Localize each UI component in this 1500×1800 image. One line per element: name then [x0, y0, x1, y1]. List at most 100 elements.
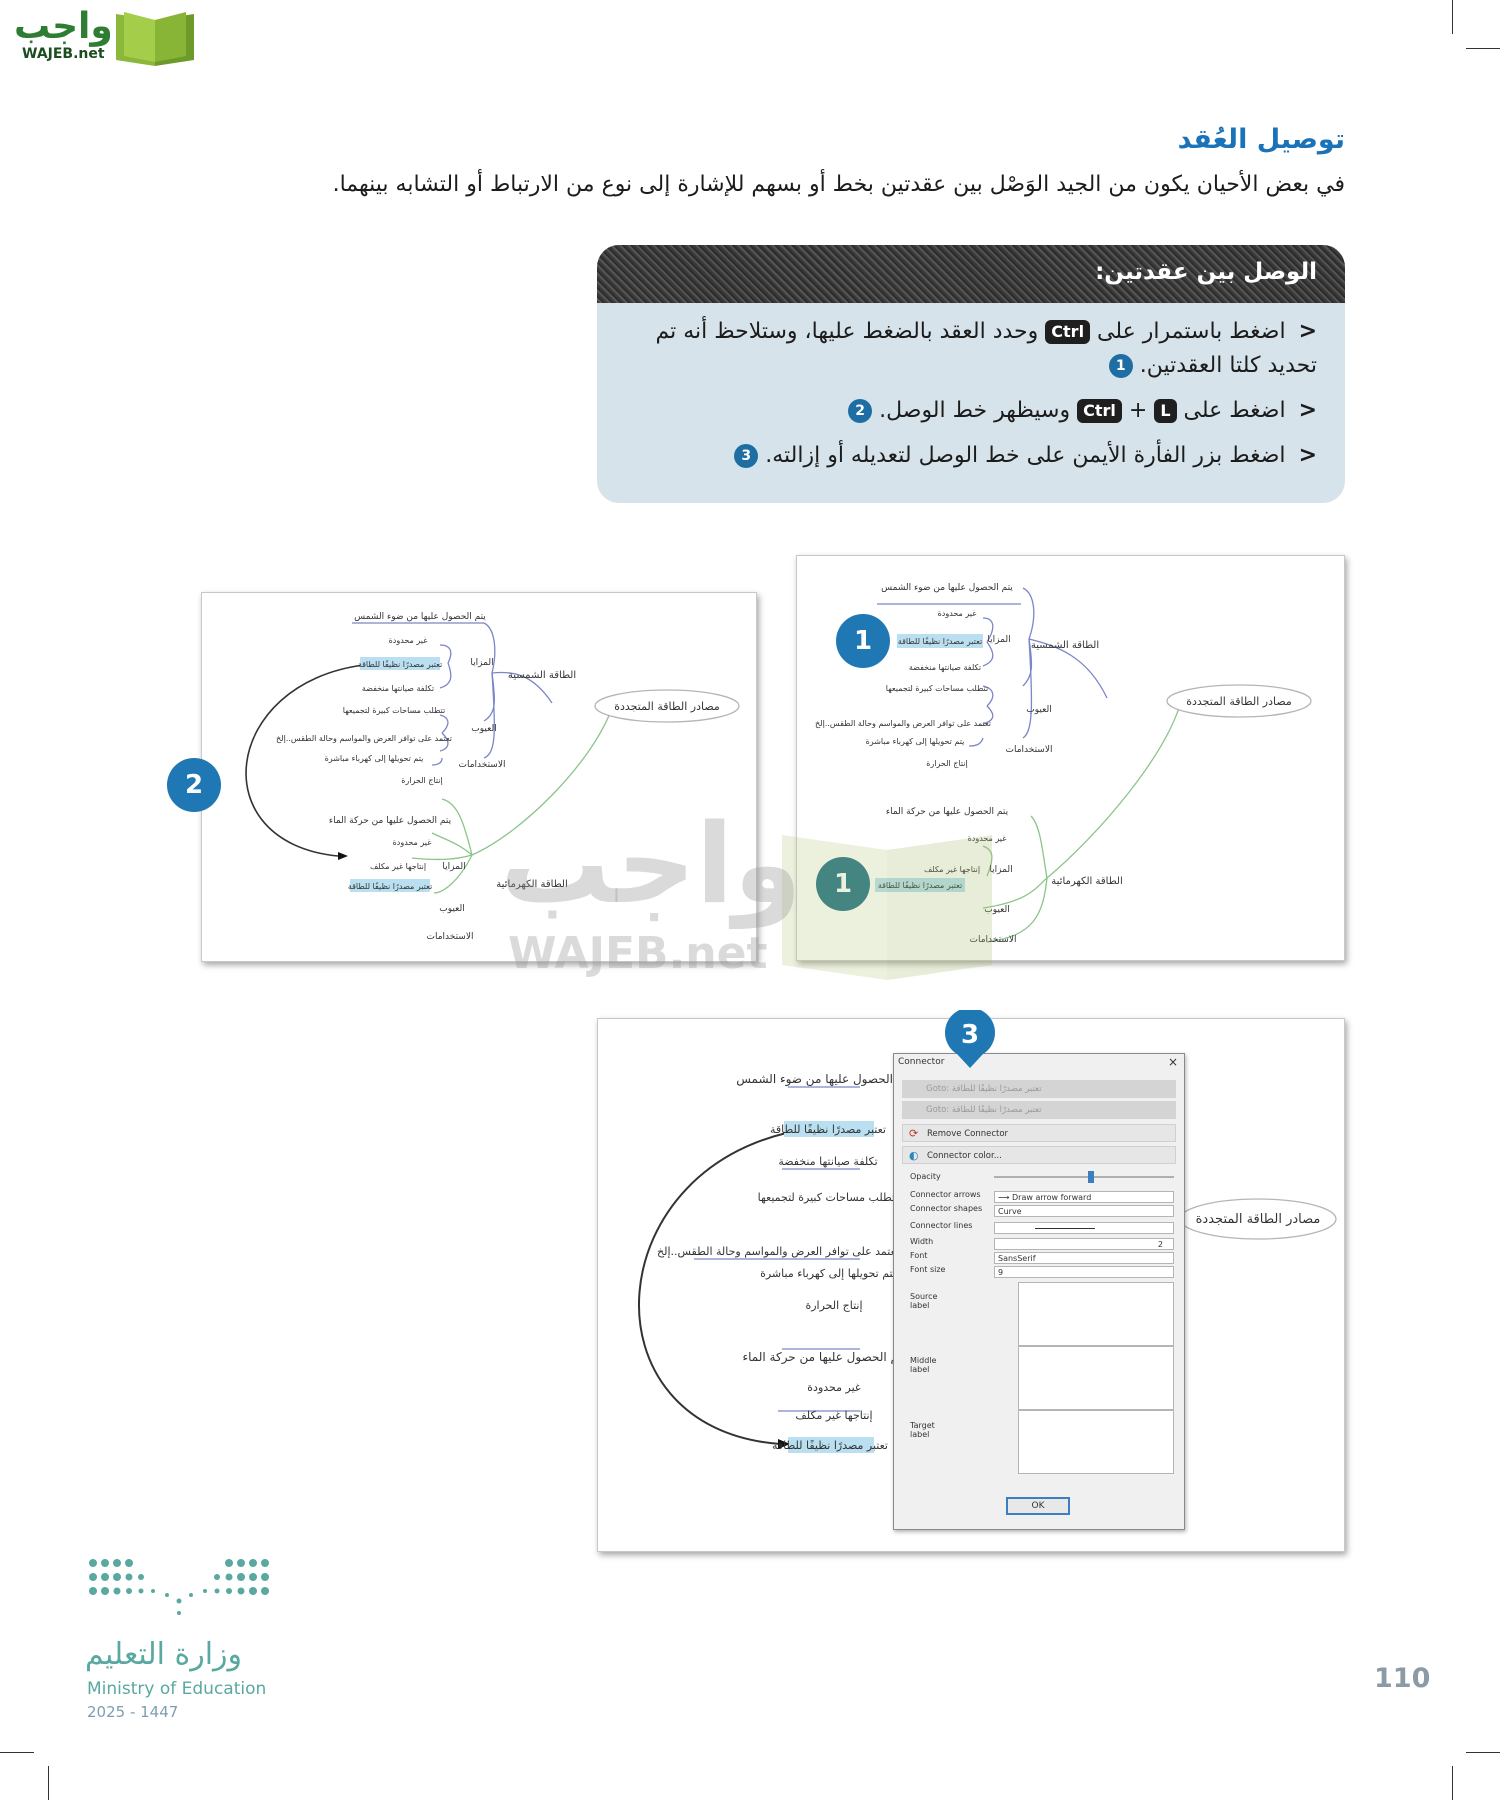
ministry-logo: وزارة التعليم Ministry of Education 2025…	[85, 1555, 285, 1755]
connector-color-label: Connector color...	[927, 1151, 1002, 1161]
node-root: مصادر الطاقة المتجددة	[1196, 1212, 1321, 1227]
instruction-step-3: < اضغط بزر الفأرة الأيمن على خط الوصل لت…	[597, 439, 1345, 473]
node-solar-source: يتم الحصول عليها من ضوء الشمس	[354, 612, 486, 622]
connector-shapes-label: Connector shapes	[910, 1204, 983, 1213]
node-clean: تعتبر مصدرًا نظيفًا للطاقة	[358, 660, 442, 669]
connector-color-button[interactable]: ◐ Connector color...	[902, 1146, 1176, 1164]
step-text: اضغط على	[1183, 398, 1286, 423]
width-input[interactable]: 2	[994, 1238, 1174, 1250]
logo-latin-text: WAJEB.net	[22, 46, 105, 62]
node-hydro-disadvantages: العيوب	[984, 905, 1009, 915]
crop-mark	[1452, 1766, 1453, 1800]
ministry-dots-emblem	[89, 1559, 269, 1615]
chevron-icon: <	[1298, 319, 1317, 344]
mindmap-canvas-zoomed: مصادر الطاقة المتجددة يتم الحصول عليها م…	[638, 1072, 1337, 1453]
arrow-right-icon: ⟶	[998, 1193, 1013, 1202]
step-text: وحدد العقد بالضغط عليها، وستلاحظ أنه تم …	[655, 319, 1317, 378]
mindmap-screenshot-selected: مصادر الطاقة المتجددة الطاقة الشمسية يتم…	[796, 555, 1345, 961]
node-uses: الاستخدامات	[1006, 745, 1053, 755]
node-advantages: المزايا	[987, 635, 1010, 645]
middle-label-caption: Middle label	[910, 1356, 937, 1374]
intro-paragraph: في بعض الأحيان يكون من الجيد الوَصْل بين…	[332, 172, 1345, 197]
step-number-badge: 3	[734, 444, 759, 468]
connector-lines-select[interactable]	[994, 1222, 1174, 1234]
mindmap-screenshot-connected: مصادر الطاقة المتجددة الطاقة الشمسية يتم…	[201, 592, 757, 962]
node-solar-source: يتم الحصول عليها من ضوء الشمس	[881, 583, 1013, 593]
step-number-badge: 1	[1108, 354, 1133, 378]
book-icon	[116, 12, 194, 66]
step-text: اضغط بزر الفأرة الأيمن على خط الوصل لتعد…	[765, 443, 1286, 468]
node-hydro: الطاقة الكهرمائية	[496, 879, 567, 890]
ministry-english: Ministry of Education	[87, 1679, 267, 1699]
section-title: توصيل العُقد	[1177, 124, 1345, 155]
goto-target-button[interactable]: Goto: تعتبر مصدرًا نظيفًا للطاقة	[902, 1101, 1176, 1119]
callout-2: 2	[167, 758, 221, 812]
callout-1-bottom: 1	[816, 857, 870, 911]
connector-arrows-select[interactable]: ⟶ Draw arrow forward	[994, 1191, 1174, 1203]
node-low-maintenance: تكلفة صيانتها منخفضة	[909, 663, 981, 672]
callout-3-number: 3	[960, 1020, 980, 1050]
node-low-maintenance: تكلفة صيانتها منخفضة	[778, 1155, 877, 1168]
dialog-title: Connector	[898, 1057, 945, 1067]
middle-label-textarea[interactable]	[1018, 1346, 1174, 1410]
node-low-maintenance: تكلفة صيانتها منخفضة	[362, 684, 434, 693]
node-cheap: إنتاجها غير مكلف	[924, 865, 980, 875]
remove-connector-button[interactable]: ⟳ Remove Connector	[902, 1124, 1176, 1142]
crop-mark	[0, 1752, 34, 1753]
page-number: 110	[1374, 1663, 1431, 1694]
node-hydro-advantages: المزايا	[442, 862, 465, 872]
instruction-step-2: < اضغط على L + Ctrl وسيظهر خط الوصل. 2	[597, 394, 1345, 428]
node-hydro-disadvantages: العيوب	[439, 904, 464, 914]
node-heat: إنتاج الحرارة	[401, 776, 443, 786]
connector-curve[interactable]	[245, 664, 365, 857]
node-cheap: إنتاجها غير مكلف	[370, 862, 426, 872]
node-clean-selected: تعتبر مصدرًا نظيفًا للطاقة	[898, 637, 982, 646]
node-unlimited: غير محدودة	[938, 609, 977, 618]
close-icon[interactable]: ×	[1167, 1055, 1178, 1069]
node-weather: تعتمد على توافر العرض والمواسم وحالة الط…	[276, 734, 452, 744]
ctrl-key-badge: Ctrl	[1045, 320, 1091, 344]
step-text: اضغط باستمرار على	[1097, 319, 1286, 344]
connector-arrows-label: Connector arrows	[910, 1190, 981, 1199]
width-label: Width	[910, 1237, 934, 1246]
plus-sign: +	[1128, 398, 1148, 423]
font-select[interactable]: SansSerif	[994, 1252, 1174, 1264]
connector-shapes-select[interactable]: Curve	[994, 1205, 1174, 1217]
connector-curve[interactable]	[638, 1128, 809, 1445]
node-solar-source: يتم الحصول عليها من ضوء الشمس	[736, 1072, 912, 1087]
node-root: مصادر الطاقة المتجددة	[614, 700, 720, 713]
instruction-heading: الوصل بين عقدتين:	[597, 245, 1345, 303]
node-large-area: تتطلب مساحات كبيرة لتجميعها	[758, 1191, 899, 1204]
arrow-head-icon	[778, 1439, 790, 1449]
site-logo[interactable]: واجب WAJEB.net	[10, 6, 194, 66]
goto-source-button[interactable]: Goto: تعتبر مصدرًا نظيفًا للطاقة	[902, 1080, 1176, 1098]
node-clean: تعتبر مصدرًا نظيفًا للطاقة	[770, 1123, 886, 1136]
font-size-select[interactable]: 9	[994, 1266, 1174, 1278]
node-large-area: تتطلب مساحات كبيرة لتجميعها	[886, 684, 988, 693]
node-disadvantages: العيوب	[1026, 705, 1051, 715]
node-hydro: الطاقة الكهرمائية	[1051, 876, 1122, 887]
node-hydro-source: يتم الحصول عليها من حركة الماء	[743, 1350, 906, 1365]
node-weather: تعتمد على توافر العرض والمواسم وحالة الط…	[815, 719, 991, 729]
mindmap-nodes: مصادر الطاقة المتجددة الطاقة الشمسية يتم…	[815, 583, 1312, 945]
instruction-step-1: < اضغط باستمرار على Ctrl وحدد العقد بالض…	[597, 315, 1345, 383]
step-text: وسيظهر خط الوصل.	[879, 398, 1071, 423]
node-electricity: يتم تحويلها إلى كهرباء مباشرة	[760, 1267, 896, 1280]
callout-1-top: 1	[836, 614, 890, 668]
target-label-caption: Target label	[910, 1421, 935, 1439]
node-solar: الطاقة الشمسية	[508, 670, 576, 681]
crop-mark	[1466, 48, 1500, 49]
target-label-textarea[interactable]	[1018, 1410, 1174, 1474]
ctrl-key-badge: Ctrl	[1077, 399, 1122, 423]
crop-mark	[1452, 0, 1453, 34]
node-hydro-unlimited: غير محدودة	[807, 1381, 861, 1394]
source-label-textarea[interactable]	[1018, 1282, 1174, 1346]
line-style-preview	[1035, 1228, 1095, 1229]
ok-button[interactable]: OK	[1006, 1497, 1070, 1515]
remove-connector-icon: ⟳	[909, 1127, 919, 1140]
opacity-slider[interactable]	[994, 1171, 1174, 1183]
font-size-label: Font size	[910, 1265, 946, 1274]
opacity-slider-thumb[interactable]	[1088, 1171, 1094, 1183]
node-heat: إنتاج الحرارة	[926, 759, 968, 769]
node-disadvantages: العيوب	[471, 724, 496, 734]
